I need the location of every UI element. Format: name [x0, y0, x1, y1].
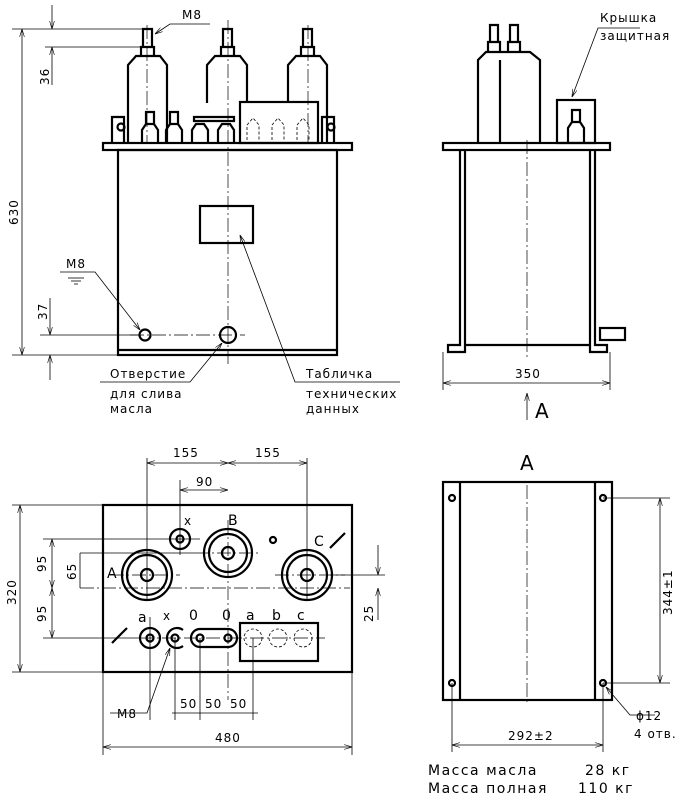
total-mass-value: 110 кг [578, 781, 634, 797]
dim-344: 344±1 [661, 569, 675, 615]
plate-label-3: данных [306, 402, 360, 416]
view-a-title: А [520, 451, 535, 475]
thread-label-ground: М8 [66, 257, 86, 271]
mounting-holes [447, 493, 608, 688]
thread-label-top: М8 [182, 8, 202, 22]
side-tank-walls [446, 150, 609, 354]
top-center-lines [80, 520, 350, 700]
drain-label-2: для слива [110, 387, 183, 401]
dim-50-1: 50 [180, 697, 197, 711]
hv-bushings [126, 27, 329, 143]
hole-count: 4 отв. [634, 727, 677, 741]
lv-bushings-and-lugs [110, 110, 336, 143]
dim-320: 320 [5, 579, 19, 605]
dim-155-right: 155 [255, 446, 281, 460]
top-cover-outline [101, 503, 354, 674]
dim-292: 292±2 [508, 729, 554, 743]
dim-37: 37 [36, 303, 50, 320]
terminal-B: B [228, 513, 239, 529]
cover-label-1: Крышка [600, 11, 657, 25]
terminal-lv-x: x [163, 609, 171, 623]
hidden-lv-bushings [246, 117, 310, 140]
dim-350: 350 [515, 367, 541, 381]
plate-label-1: Табличка [305, 367, 373, 381]
dim-25: 25 [362, 605, 376, 622]
view-arrow-label: А [535, 399, 550, 423]
side-protective-cover [555, 98, 597, 145]
oil-mass-label: Масса масла [428, 763, 538, 779]
plate-label-2: технических [306, 387, 397, 401]
terminal-b: b [272, 608, 282, 624]
side-lv-bushing [566, 108, 586, 143]
side-cover-flange [441, 141, 612, 152]
dim-95-top: 95 [35, 555, 49, 572]
thread-label: М8 [117, 707, 137, 721]
dim-90: 90 [196, 475, 213, 489]
nameplate [198, 204, 255, 245]
dim-65: 65 [65, 563, 79, 580]
terminal-a: a [138, 610, 148, 626]
drain-label-1: Отверстие [110, 367, 186, 381]
base-outline [441, 480, 614, 702]
mass-table: Масса масла 28 кг Масса полная 110 кг [428, 763, 634, 797]
front-dimension-lines [12, 5, 400, 383]
terminal-A: A [107, 566, 118, 582]
dim-95-bottom: 95 [35, 605, 49, 622]
side-dimension-lines [442, 27, 640, 390]
terminal-x: x [184, 514, 192, 528]
front-view: М8 36 630 37 М8 Отверстие для слива масл… [7, 5, 400, 416]
side-hv-bushings [476, 23, 542, 143]
dim-480: 480 [215, 731, 241, 745]
terminal-0-1: 0 [189, 608, 199, 624]
cover-label-2: защитная [600, 29, 670, 43]
dim-155-left: 155 [173, 446, 199, 460]
center-lines [130, 20, 309, 365]
view-a: А 344±1 292±2 ϕ12 4 отв. [441, 451, 677, 752]
dim-36: 36 [38, 68, 52, 85]
dim-630: 630 [7, 199, 21, 225]
protective-cover [238, 100, 320, 145]
ground-icon [68, 277, 84, 285]
top-dimension-lines [12, 458, 385, 755]
hv-bushing-b [205, 27, 249, 103]
terminal-c: c [297, 608, 306, 624]
hv-bushing-a [126, 27, 169, 143]
hole-diameter: ϕ12 [636, 709, 662, 723]
top-view: 155 155 90 320 95 65 95 25 480 50 50 50 … [5, 446, 385, 755]
drain-pipe [598, 326, 627, 342]
dim-50-2: 50 [205, 697, 222, 711]
oil-mass-value: 28 кг [585, 763, 631, 779]
tank-body [116, 148, 339, 357]
terminal-0-2: 0 [222, 608, 232, 624]
dim-50-3: 50 [230, 697, 247, 711]
terminal-a2: a [246, 608, 256, 624]
terminal-C: C [314, 534, 325, 550]
total-mass-label: Масса полная [428, 781, 548, 797]
side-view: Крышка защитная 350 А [441, 11, 670, 423]
view-a-dimension-lines [451, 497, 670, 752]
drain-label-3: масла [110, 402, 153, 416]
